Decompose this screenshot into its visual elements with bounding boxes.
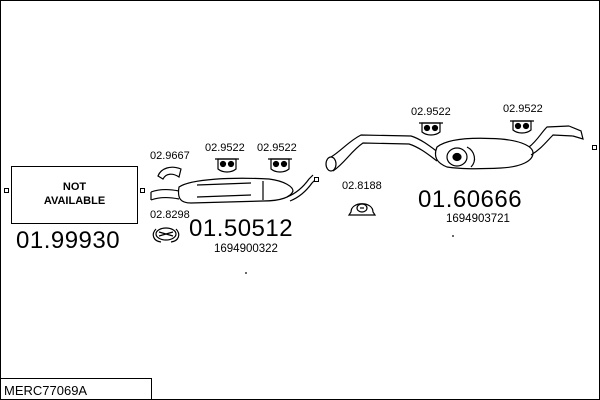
part-number-rear: 01.60666 [418,186,523,213]
clamp-rear-drawing [347,203,377,216]
connection-marker-na-right [140,188,145,193]
oem-number-rear: 1694903721 [446,213,510,225]
marker-dot [452,235,454,237]
accessory-hanger-mid-2-label: 02.9522 [257,142,297,154]
not-available-box: NOT AVAILABLE [11,166,138,224]
part-number-front: 01.99930 [16,227,121,254]
accessory-hanger-rear-1-label: 02.9522 [411,106,451,118]
gasket-drawing [157,166,182,180]
reference-box: MERC77069A [1,378,152,399]
hanger-mid-2-drawing [268,158,292,173]
hanger-mid-1-drawing [215,158,239,173]
accessory-hanger-mid-1-label: 02.9522 [205,142,245,154]
hanger-rear-2-drawing [510,120,534,134]
accessory-hanger-rear-2-label: 02.9522 [503,103,543,115]
rear-silencer-drawing [325,125,584,172]
hanger-rear-1-drawing [419,122,443,136]
accessory-clamp-rear-label: 02.8188 [342,180,382,192]
oem-number-middle: 1694900322 [214,243,278,255]
part-number-middle: 01.50512 [189,215,294,242]
connection-marker-right [592,145,597,150]
accessory-clamp-front-label: 02.8298 [150,209,190,221]
connection-marker-mid [314,177,319,182]
accessory-gasket-front-label: 02.9667 [150,150,190,162]
not-available-line2: AVAILABLE [43,195,106,207]
clamp-front-drawing [152,227,180,243]
middle-silencer-drawing [150,174,317,204]
not-available-line1: NOT [62,181,87,193]
reference-code: MERC77069A [4,383,88,398]
connection-marker-left [4,188,9,193]
marker-dot [245,272,247,274]
